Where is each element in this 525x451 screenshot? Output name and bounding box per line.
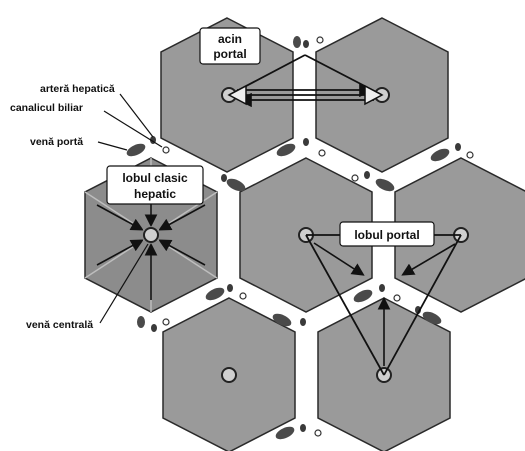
portal-triad bbox=[205, 284, 247, 301]
lobul-portal-box bbox=[339, 221, 435, 247]
central-vein-icon bbox=[143, 227, 159, 243]
lobul-portal-label: lobul portal bbox=[354, 228, 419, 242]
portal-lobule-arrows bbox=[313, 242, 456, 366]
portal-triad bbox=[351, 171, 395, 192]
portal-triad bbox=[276, 138, 326, 157]
acin-portal-box bbox=[199, 27, 261, 65]
canalicul-biliar-label: canalicul biliar bbox=[10, 102, 83, 114]
bile-canaliculus-icon bbox=[162, 146, 170, 154]
label-boxes bbox=[106, 27, 435, 247]
acin-label-line2: portal bbox=[213, 47, 246, 61]
portal-triads bbox=[126, 36, 474, 440]
portal-triad bbox=[126, 136, 170, 157]
vena-centrala-label: venă centrală bbox=[26, 319, 93, 331]
lobul-clasic-label-line1: lobul clasic bbox=[122, 171, 188, 185]
vena-porta-label: venă portă bbox=[30, 136, 83, 148]
acin-arrowheads bbox=[227, 84, 384, 106]
lobul-clasic-label-line2: hepatic bbox=[134, 187, 176, 201]
portal-triad bbox=[221, 174, 246, 192]
leader-lines bbox=[97, 93, 163, 324]
portal-triad bbox=[353, 284, 401, 303]
portal-triad bbox=[137, 316, 170, 332]
portal-triad bbox=[275, 424, 322, 440]
portal-vein-icon bbox=[126, 143, 146, 157]
portal-triad bbox=[415, 306, 442, 325]
acin-label-line1: acin bbox=[218, 32, 242, 46]
portal-triad bbox=[293, 36, 324, 48]
central-vein-icon bbox=[221, 367, 237, 383]
portal-triad bbox=[272, 313, 306, 327]
lobul-clasic-box bbox=[106, 165, 204, 205]
portal-triad bbox=[430, 143, 474, 162]
artera-hepatica-label: arteră hepatică bbox=[40, 83, 115, 95]
